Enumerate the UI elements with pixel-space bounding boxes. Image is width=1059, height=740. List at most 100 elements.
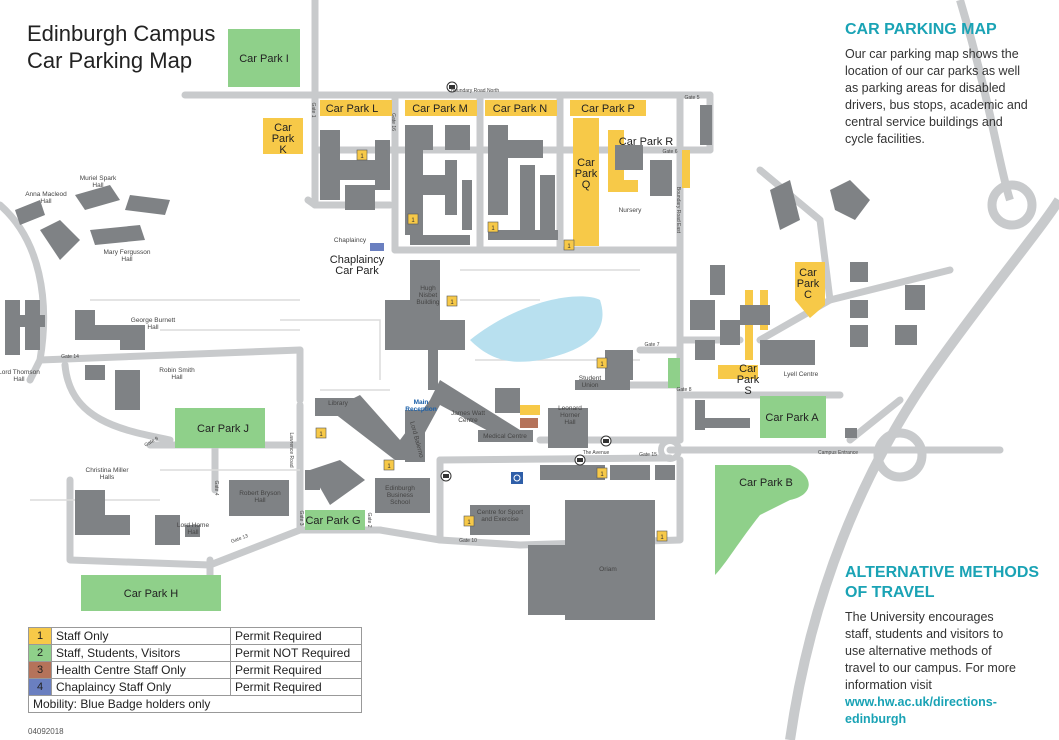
- chaplaincy-bay: [370, 243, 384, 251]
- campus-entrance-label: Campus Entrance: [818, 450, 858, 456]
- staff-badge-icon: 1: [315, 427, 327, 439]
- staff-badge-icon: 1: [596, 467, 608, 479]
- travel-line: staff, students and visitors to: [845, 627, 1004, 641]
- nursery-label: Nursery: [619, 207, 643, 214]
- staff-badge-number: 1: [319, 432, 323, 438]
- medical-centre-label: Medical Centre: [483, 433, 527, 440]
- oriam-label: Oriam: [599, 566, 617, 573]
- legend-swatch: 4: [28, 678, 52, 696]
- roundabout-entrance: [873, 428, 927, 482]
- car-park-h-label: Car Park H: [124, 588, 178, 600]
- bus-stop-icon: [446, 81, 458, 93]
- library-label: Library: [328, 400, 349, 407]
- staff-badge-number: 1: [600, 472, 604, 478]
- legend-permit: Permit Required: [230, 678, 362, 696]
- car-park-i-area: [228, 29, 300, 87]
- car-park-a-label: Car Park A: [765, 412, 819, 424]
- gate-15-label: Gate 15: [639, 452, 657, 458]
- staff-badge-icon: 1: [656, 530, 668, 542]
- staff-badge-icon: 1: [487, 221, 499, 233]
- info-line: central service buildings and: [845, 115, 1003, 129]
- bus-stop-icon: [440, 470, 452, 482]
- legend-row: 3 Health Centre Staff Only Permit Requir…: [28, 661, 362, 679]
- highway: [785, 197, 1059, 740]
- legend-label: Staff, Students, Visitors: [51, 644, 231, 662]
- alternative-travel-info: ALTERNATIVE METHODS OF TRAVEL The Univer…: [845, 563, 1050, 728]
- car-park-m-area: [405, 100, 477, 116]
- health-centre-bay: [520, 418, 538, 428]
- directions-link[interactable]: www.hw.ac.uk/directions- edinburgh: [845, 695, 997, 726]
- car-park-l-label: Car Park L: [326, 103, 379, 115]
- travel-text: The University encourages staff, student…: [845, 609, 1050, 728]
- car-park-l-area: [320, 100, 392, 116]
- car-park-n-area: [485, 100, 557, 116]
- lyell-centre-label: Lyell Centre: [784, 371, 819, 378]
- link-line: www.hw.ac.uk/directions-: [845, 695, 997, 709]
- legend-swatch: 1: [28, 627, 52, 645]
- car-park-b-label: Car Park B: [739, 477, 793, 489]
- car-park-j-area: [175, 408, 265, 448]
- info-line: as parking areas for disabled: [845, 81, 1006, 95]
- car-park-k-area: [263, 118, 303, 154]
- link-line: edinburgh: [845, 712, 907, 726]
- car-park-r-area-c: [682, 150, 690, 188]
- roundabout-small: [658, 438, 682, 462]
- gate-6-label: Gate 6: [662, 149, 677, 155]
- buildings: [5, 105, 925, 620]
- title-line-1: Edinburgh Campus: [27, 21, 216, 46]
- legend-swatch: 2: [28, 644, 52, 662]
- bus-stops: [440, 81, 612, 482]
- car-park-i-label: Car Park I: [239, 53, 289, 65]
- car-parking-text: Our car parking map shows the location o…: [845, 46, 1050, 148]
- legend-permit: Permit Required: [230, 627, 362, 645]
- staff-badge-icon: 1: [383, 459, 395, 471]
- car-park-n-label: Car Park N: [493, 103, 547, 115]
- the-avenue-label: The Avenue: [583, 450, 610, 456]
- travel-line: information visit: [845, 678, 932, 692]
- travel-heading-line: OF TRAVEL: [845, 584, 935, 601]
- staff-badge-number: 1: [411, 218, 415, 224]
- staff-badge-icon: 1: [356, 149, 368, 161]
- title-line-2: Car Parking Map: [27, 48, 193, 73]
- info-line: location of our car parks as well: [845, 64, 1021, 78]
- wheelchair-icon: [511, 472, 523, 484]
- gate-14-label: Gate 14: [61, 354, 79, 360]
- staff-badge-number: 1: [467, 520, 471, 526]
- map-title: Edinburgh Campus Car Parking Map: [27, 20, 215, 74]
- car-park-q-area: [573, 118, 599, 246]
- legend-row: 1 Staff Only Permit Required: [28, 627, 362, 645]
- gate-4-label: Gate 4: [213, 480, 219, 495]
- bus-stop-icon: [600, 435, 612, 447]
- legend-row: 4 Chaplaincy Staff Only Permit Required: [28, 678, 362, 696]
- travel-heading-line: ALTERNATIVE METHODS: [845, 564, 1040, 581]
- car-park-s-area: [718, 365, 758, 379]
- staff-badge-number: 1: [360, 154, 364, 160]
- car-park-m-label: Car Park M: [412, 103, 468, 115]
- car-park-g-label: Car Park G: [305, 515, 360, 527]
- staff-badge-number: 1: [600, 362, 604, 368]
- gate-3-label: Gate 3: [298, 510, 304, 525]
- staff-badge-number: 1: [491, 226, 495, 232]
- car-park-h-area: [81, 575, 221, 611]
- roundabout-east: [987, 180, 1037, 230]
- legend-row: 2 Staff, Students, Visitors Permit NOT R…: [28, 644, 362, 662]
- gate-10-label: Gate 10: [459, 538, 477, 544]
